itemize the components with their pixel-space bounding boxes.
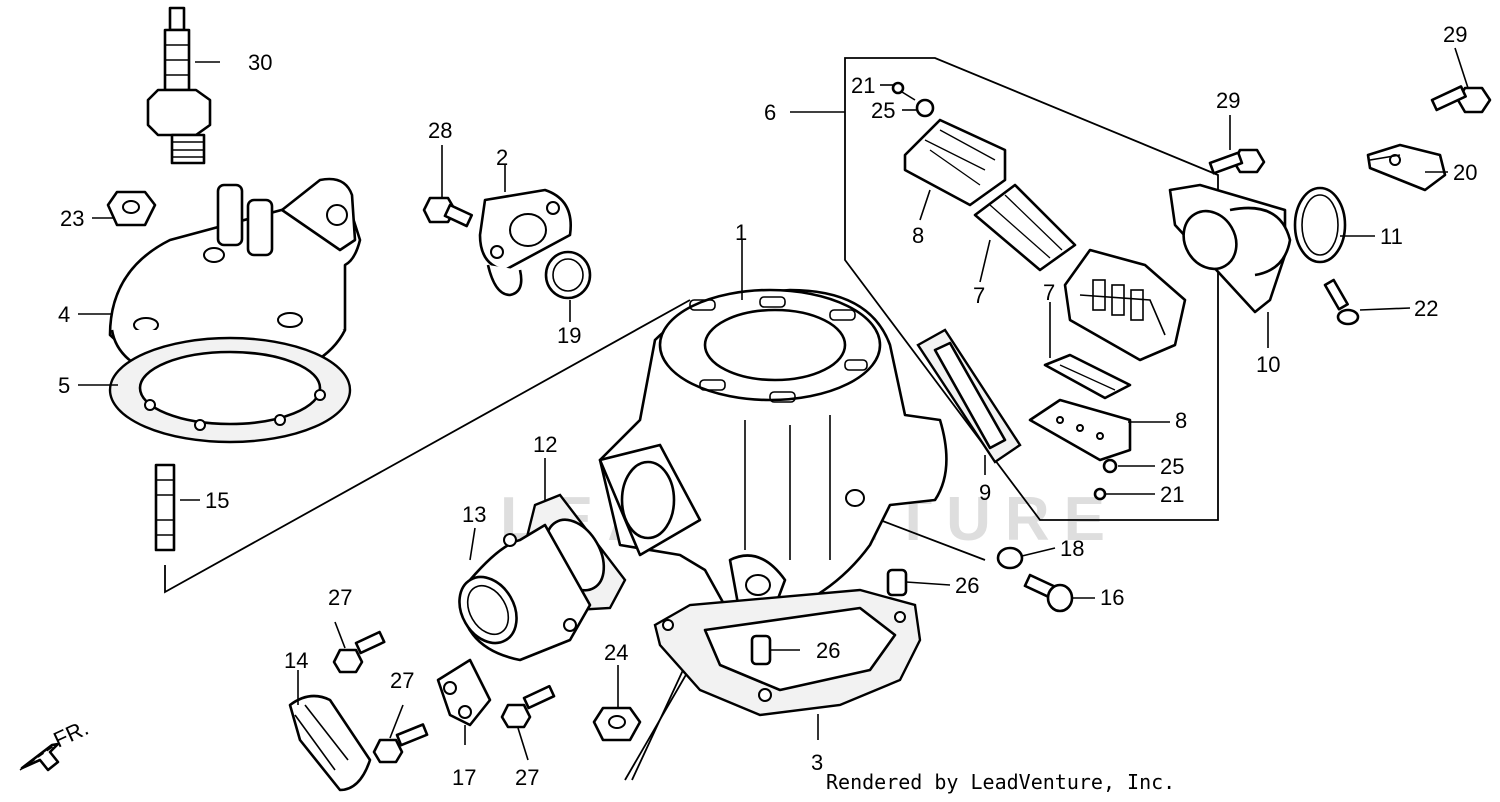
callout-26a: 26 — [955, 573, 979, 598]
callout-27a: 27 — [328, 585, 352, 610]
clamp — [1366, 143, 1447, 192]
bolt-16 — [1023, 573, 1074, 613]
callout-14: 14 — [284, 648, 308, 673]
callout-22: 22 — [1414, 296, 1438, 321]
reed-plate-lower — [1028, 398, 1132, 462]
assembly-guide-lines — [164, 57, 1219, 781]
callout-17: 17 — [452, 765, 476, 790]
callout-7b: 7 — [1043, 280, 1055, 305]
callout-2: 2 — [496, 145, 508, 170]
reed-gasket — [916, 328, 1022, 464]
callout-4: 4 — [58, 302, 70, 327]
washer — [996, 546, 1024, 570]
callout-18: 18 — [1060, 536, 1084, 561]
reed-valve-housing — [1168, 183, 1292, 314]
hose-band — [288, 694, 372, 792]
stud-bolt — [154, 463, 176, 552]
callout-3: 3 — [811, 750, 823, 775]
callout-23: 23 — [60, 206, 84, 231]
intake-manifold-joint — [458, 523, 592, 662]
screws-nuts-21-25 — [891, 81, 1118, 501]
callout-29b: 29 — [1443, 22, 1467, 47]
callout-6: 6 — [764, 100, 776, 125]
callout-13: 13 — [462, 502, 486, 527]
hose-band-11 — [1293, 186, 1347, 264]
callout-28: 28 — [428, 118, 452, 143]
callout-16: 16 — [1100, 585, 1124, 610]
callout-27b: 27 — [390, 668, 414, 693]
callout-26b: 26 — [816, 638, 840, 663]
callout-21a: 21 — [851, 73, 875, 98]
callout-21b: 21 — [1160, 482, 1184, 507]
front-direction-arrow: FR. — [19, 715, 92, 772]
reed-cage — [1063, 248, 1187, 362]
callout-30: 30 — [248, 50, 272, 75]
spark-plug — [146, 6, 212, 165]
nut-24 — [592, 706, 642, 742]
water-outlet-joint — [478, 188, 573, 297]
reed-plate-upper — [903, 118, 1007, 207]
dowel-pin-lower — [750, 634, 772, 666]
callout-5: 5 — [58, 373, 70, 398]
callout-25b: 25 — [1160, 454, 1184, 479]
reed-petal-lower — [1043, 353, 1132, 400]
base-gasket — [653, 588, 922, 717]
callout-8b: 8 — [1175, 408, 1187, 433]
bracket — [436, 658, 492, 727]
callout-29a: 29 — [1216, 88, 1240, 113]
bolt-28 — [422, 196, 474, 228]
callout-9: 9 — [979, 480, 991, 505]
callout-7a: 7 — [973, 283, 985, 308]
callout-25a: 25 — [871, 98, 895, 123]
nut-23 — [106, 190, 157, 227]
leader-lines — [78, 47, 1469, 761]
callout-20: 20 — [1453, 160, 1477, 185]
callout-12: 12 — [533, 432, 557, 457]
callout-10: 10 — [1256, 352, 1280, 377]
render-credit: Rendered by LeadVenture, Inc. — [826, 770, 1176, 794]
bolts-27 — [332, 630, 556, 764]
bolts-29 — [1208, 85, 1492, 175]
screw-22 — [1323, 278, 1360, 326]
callout-15: 15 — [205, 488, 229, 513]
callout-numbers: 1 2 3 4 5 6 7 7 8 8 9 10 11 12 13 14 15 … — [58, 22, 1477, 790]
callout-19: 19 — [557, 323, 581, 348]
head-gasket — [108, 336, 352, 444]
callout-8a: 8 — [912, 223, 924, 248]
dowel-pin-upper — [886, 568, 908, 597]
callout-1: 1 — [735, 220, 747, 245]
callout-11: 11 — [1380, 224, 1403, 249]
reed-petal-upper — [973, 183, 1077, 272]
cylinder-block — [598, 288, 948, 622]
callout-24: 24 — [604, 640, 628, 665]
callout-27c: 27 — [515, 765, 539, 790]
